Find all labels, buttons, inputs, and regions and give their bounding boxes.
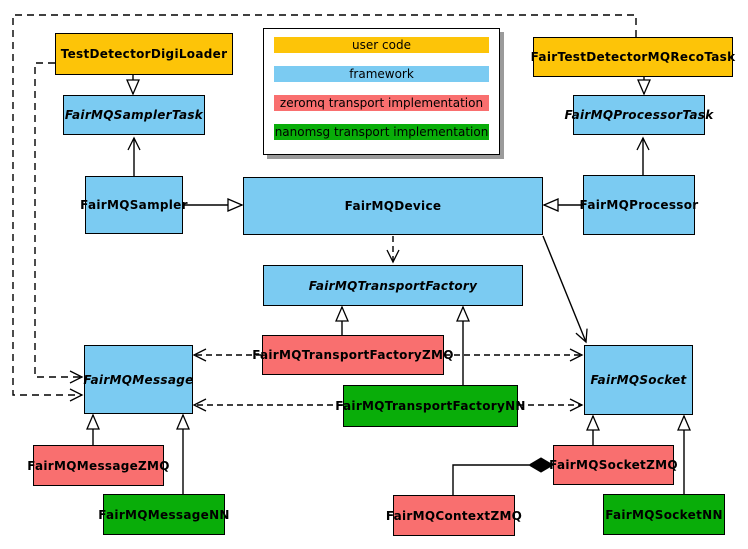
legend-item-framework: framework: [274, 66, 489, 82]
node-fairmq-device: FairMQDevice: [243, 177, 543, 235]
node-fairmq-socket: FairMQSocket: [584, 345, 693, 415]
dependency-recotask-to-message: [12, 14, 637, 402]
association-device-to-socket: [542, 235, 588, 344]
node-fairmq-processor-task: FairMQProcessorTask: [564, 95, 713, 135]
node-fairmq-message: FairMQMessage: [83, 345, 193, 414]
node-fairmq-socket-zmq: FairMQSocketZMQ: [549, 445, 678, 485]
node-fairmq-transport-factory: FairMQTransportFactory: [263, 265, 523, 306]
node-fair-test-detector-mq-reco-task: FairTestDetectorMQRecoTask: [531, 37, 735, 77]
node-fairmq-context-zmq: FairMQContextZMQ: [386, 495, 522, 536]
composition-line-contextzmq-to-socketzmq: [452, 464, 529, 495]
node-fairmq-transport-factory-nn: FairMQTransportFactoryNN: [335, 385, 525, 427]
node-fairmq-transport-factory-zmq: FairMQTransportFactoryZMQ: [252, 335, 453, 375]
node-fairmq-message-nn: FairMQMessageNN: [98, 494, 229, 535]
node-fairmq-processor: FairMQProcessor: [580, 175, 698, 235]
legend-item-user-code: user code: [274, 37, 489, 53]
legend: user code framework zeromq transport imp…: [263, 28, 500, 155]
legend-item-zeromq: zeromq transport implementation: [274, 95, 489, 111]
node-fairmq-sampler-task: FairMQSamplerTask: [63, 95, 205, 135]
node-fairmq-socket-nn: FairMQSocketNN: [603, 494, 725, 535]
legend-item-nanomsg: nanomsg transport implementation: [274, 124, 489, 140]
node-fairmq-message-zmq: FairMQMessageZMQ: [27, 445, 170, 486]
node-test-detector-digi-loader: TestDetectorDigiLoader: [55, 33, 233, 75]
node-fairmq-sampler: FairMQSampler: [80, 176, 188, 234]
